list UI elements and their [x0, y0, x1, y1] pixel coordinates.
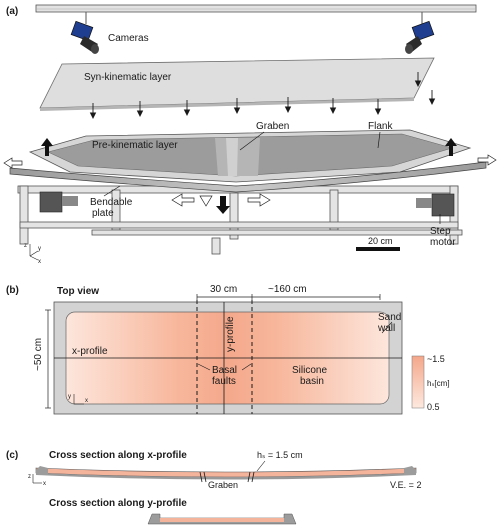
- scale-label: 20 cm: [368, 236, 393, 246]
- panel-a-tag: (a): [6, 6, 18, 17]
- hs-label: hₛ = 1.5 cm: [257, 450, 303, 460]
- axis-b-x: x: [85, 398, 88, 404]
- flank-label: Flank: [368, 121, 393, 132]
- profile-lines: [54, 302, 402, 414]
- width-30-label: 30 cm: [210, 284, 237, 295]
- fault-pointer-right: [241, 363, 252, 371]
- legend-top: ~1.5: [427, 354, 445, 364]
- panel-b-tag: (b): [6, 285, 19, 296]
- basal-label-1: Basal: [212, 365, 237, 376]
- graben-pointer-a: [239, 131, 265, 151]
- dimension-lines-b: [45, 294, 381, 409]
- graben-label-a: Graben: [256, 121, 289, 132]
- axis-triad-a: [29, 244, 39, 261]
- x-profile-label: x-profile: [72, 346, 108, 357]
- camera-rail: [35, 4, 477, 24]
- x-cross-section: [35, 466, 417, 483]
- basal-label-2: faults: [212, 376, 236, 387]
- y-section-title: Cross section along y-profile: [49, 498, 187, 509]
- graben-label-c: Graben: [208, 480, 238, 490]
- axis-a-y: y: [38, 246, 41, 252]
- axis-triad-b: [73, 394, 84, 405]
- step-label-1: Step: [430, 226, 451, 237]
- syn-kinematic-layer: [39, 57, 435, 111]
- fault-pointer-left: [197, 363, 211, 371]
- panel-c-tag: (c): [6, 450, 18, 461]
- sand-label-1: Sand: [378, 312, 401, 323]
- step-label-2: motor: [430, 237, 456, 248]
- legend-mid: hₛ[cm]: [427, 379, 450, 388]
- y-cross-section: [147, 513, 297, 525]
- axis-a-x: x: [38, 259, 41, 265]
- bendable-pointer: [103, 185, 121, 197]
- top-view-title: Top view: [57, 286, 99, 297]
- axis-b-y: y: [68, 394, 71, 400]
- pre-kinematic-layer: [28, 129, 472, 183]
- motion-arrows: [3, 138, 497, 214]
- step-motor-icon: [39, 191, 455, 217]
- axis-c-z: z: [28, 474, 31, 480]
- scale-bar: [356, 247, 400, 251]
- hs-pointer: [256, 460, 266, 472]
- bendable-label-1: Bendable: [90, 197, 133, 208]
- height-50-label: ~50 cm: [33, 338, 44, 371]
- x-section-title: Cross section along x-profile: [49, 450, 187, 461]
- silicone-label-2: basin: [300, 376, 324, 387]
- camera-left-icon: [70, 20, 99, 54]
- ve-label: V.E. = 2: [390, 480, 421, 490]
- flank-pointer: [377, 131, 381, 149]
- bendable-label-2: plate: [92, 208, 114, 219]
- bendable-plate: [9, 161, 487, 193]
- syn-layer-label: Syn-kinematic layer: [84, 72, 172, 83]
- pre-layer-label: Pre-kinematic layer: [92, 140, 178, 151]
- table-frame: [17, 185, 463, 255]
- basal-faults: [196, 300, 253, 414]
- thickness-legend-bar: [411, 355, 425, 409]
- axis-c-x: x: [43, 481, 46, 487]
- deposition-arrows: [89, 72, 436, 120]
- y-profile-label: y-profile: [225, 316, 236, 352]
- cameras-label: Cameras: [108, 33, 149, 44]
- legend-bottom: 0.5: [427, 402, 440, 412]
- camera-right-icon: [405, 20, 435, 54]
- width-160-label: ~160 cm: [268, 284, 307, 295]
- axis-triad-c: [32, 474, 42, 484]
- silicone-label-1: Silicone: [292, 365, 327, 376]
- sand-pointer: [381, 321, 393, 334]
- axis-a-z: z: [24, 243, 27, 249]
